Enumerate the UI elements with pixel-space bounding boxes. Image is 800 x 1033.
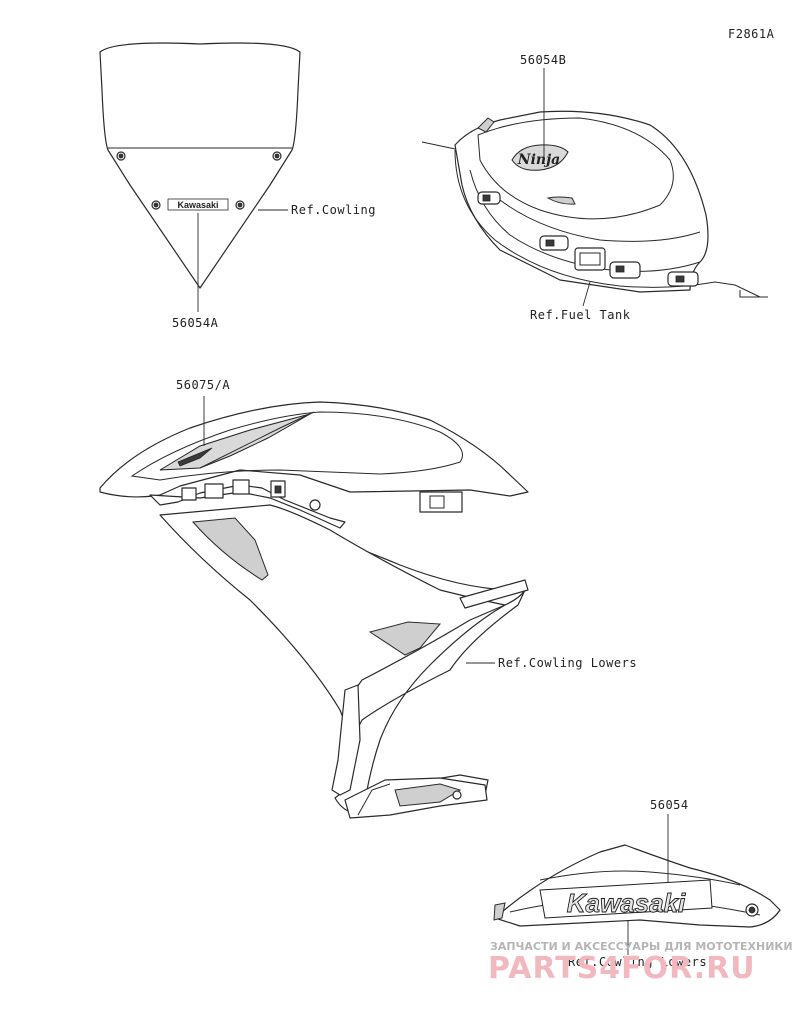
windshield-drawing: Kawasaki [99,42,301,289]
side-cowling-drawing [99,401,529,819]
windshield-logo-text: Kawasaki [177,200,218,210]
ref-cowling-lowers-label-mid: Ref.Cowling Lowers [498,656,637,670]
fuel-tank-drawing: Ninja [421,110,768,298]
ref-cowling-lowers-label-bottom: Ref.Cowling Lowers [568,955,707,969]
watermark-line2: PARTS4FOR.RU [488,951,756,986]
tank-logo-outline [511,144,569,171]
watermark-line1: ЗАПЧАСТИ И АКСЕССУАРЫ ДЛЯ МОТОТЕХНИКИ [490,940,793,953]
tank-logo-text: Ninja [517,152,560,168]
part-56054b-label: 56054B [520,53,566,67]
lower-cowling-drawing: Kawasaki [493,844,781,928]
part-56054a-label: 56054A [172,316,219,330]
lower-cowling-decal [539,879,713,919]
ref-cowling-label: Ref.Cowling [291,203,376,217]
part-56054-label: 56054 [650,798,689,812]
part-56075a-label: 56075/A [176,378,230,392]
figure-code: F2861A [728,27,775,41]
ref-fuel-tank-label: Ref.Fuel Tank [530,308,631,322]
windshield-logo-decal [167,198,229,211]
lower-logo-text: Kawasaki [567,888,686,918]
